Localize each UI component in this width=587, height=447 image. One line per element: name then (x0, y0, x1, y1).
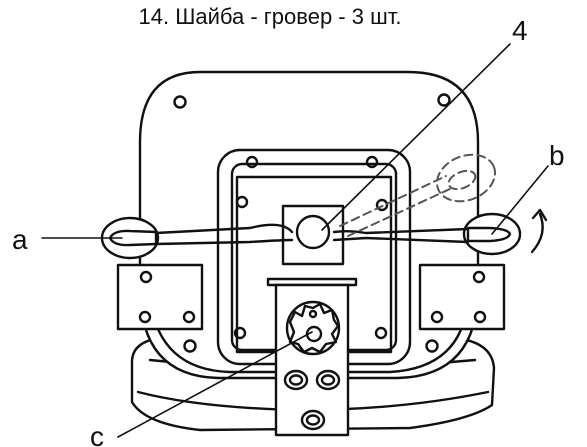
plate-screw-br (374, 326, 388, 340)
mechanism-rotor (285, 300, 341, 356)
lever-rod-left (154, 223, 294, 235)
dashed-lever-upper (339, 175, 447, 227)
lever-rod-left-lower (154, 238, 294, 246)
lever-rod-right-lower (332, 236, 470, 244)
leader-line-b (491, 165, 549, 235)
central-knob (295, 214, 331, 250)
loop-left-inner (108, 229, 158, 247)
clamp-left-screw-br (182, 310, 196, 324)
housing-screw-tr (437, 93, 451, 107)
clamp-left-screw-bl (138, 310, 152, 324)
mechanism-rotor-teeth (288, 302, 340, 354)
rotation-arrow (530, 212, 544, 254)
housing-screw-bl (183, 339, 197, 353)
housing-screw-br (425, 339, 439, 353)
callout-4: 4 (512, 15, 528, 46)
clamp-left-screw-top (139, 270, 153, 284)
bracket-hole-right-inner (320, 374, 336, 386)
plate-screw-bl (233, 326, 247, 340)
bracket-hole-bottom (300, 409, 326, 431)
callout-c: c (90, 421, 104, 447)
leader-line-4 (321, 43, 511, 231)
bracket-hole-right (315, 369, 341, 391)
clamp-block-left (116, 263, 204, 331)
bracket-hole-bottom-inner (305, 414, 321, 426)
clamp-right-screw-br (473, 310, 487, 324)
mechanism-top-hole (308, 309, 318, 319)
dashed-lever-lower (347, 187, 453, 237)
callout-a: a (12, 224, 28, 255)
dashed-loop-outer (435, 153, 497, 203)
diagram-caption: 14. Шайба - гровер - 3 шт. (139, 4, 402, 29)
clamp-block-right (418, 263, 506, 331)
housing-screw-tl (173, 95, 187, 109)
bracket-hole-left-inner (288, 374, 304, 386)
frame-screw-tr (365, 155, 379, 169)
lever-rod-right (332, 227, 470, 235)
rotation-arrow-head (531, 208, 548, 222)
clamp-right-screw-bl (430, 310, 444, 324)
clamp-right-screw-top (472, 270, 486, 284)
frame-screw-tl (245, 155, 259, 169)
plate-screw-tl (235, 195, 249, 209)
dashed-loop-inner (447, 169, 477, 191)
leader-line-c (117, 331, 313, 438)
plate-screw-tr (375, 198, 389, 212)
bracket-hole-left (283, 369, 309, 391)
callout-b: b (549, 140, 565, 171)
